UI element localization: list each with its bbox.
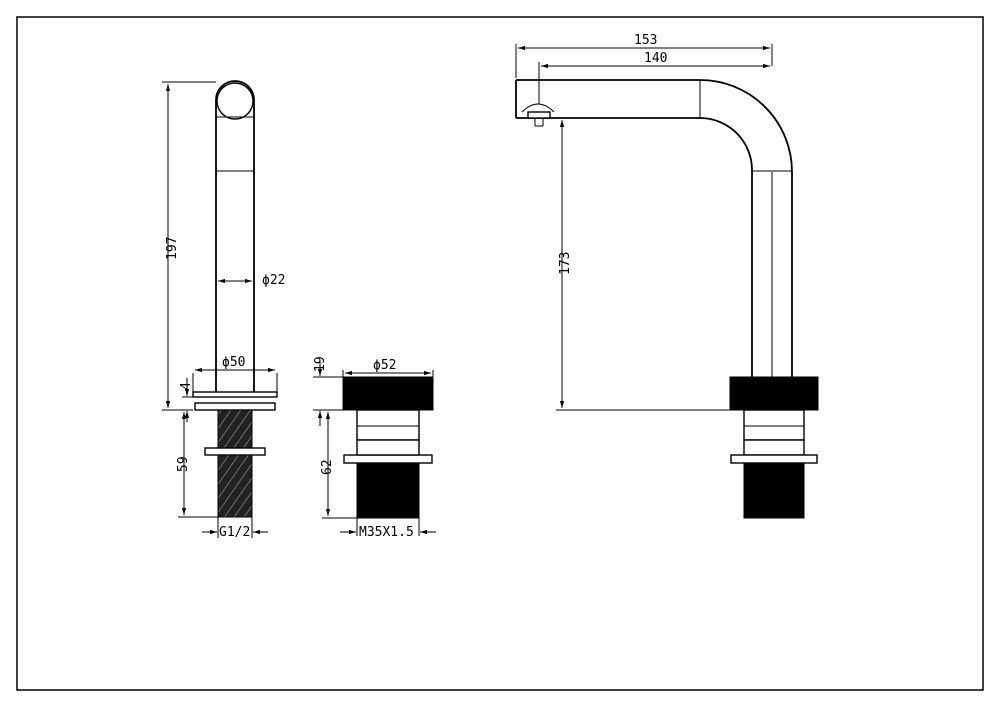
dim-19: 19	[313, 356, 328, 372]
dim-59: 59	[176, 456, 191, 472]
dim-173: 173	[558, 252, 573, 275]
dim-4: 4	[179, 382, 194, 390]
dim-phi52: ϕ52	[373, 358, 396, 373]
dim-62: 62	[320, 459, 335, 475]
spout-front-view: 153 140 173	[515, 33, 819, 519]
dim-g12: G1/2	[219, 525, 250, 540]
drawing-border	[16, 16, 984, 691]
dim-phi22: ϕ22	[262, 273, 285, 288]
handle-view: 19 ϕ52 62 M35X1.5	[313, 356, 436, 540]
dim-140: 140	[644, 51, 667, 66]
dim-197: 197	[165, 237, 180, 260]
dim-phi50: ϕ50	[222, 355, 245, 370]
dim-m35: M35X1.5	[359, 525, 414, 540]
dim-153: 153	[634, 33, 657, 48]
spout-side-view: 197 ϕ22 ϕ50 4 59 G1/2	[162, 80, 285, 540]
